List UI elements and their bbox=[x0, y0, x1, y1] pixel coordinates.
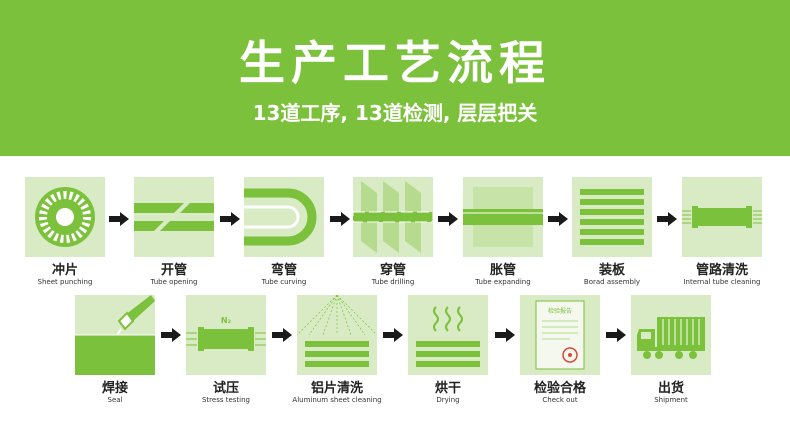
step-label: 出货 Shipment bbox=[616, 381, 726, 405]
step-name-en: Drying bbox=[436, 396, 460, 404]
step-label: 冲片 Sheet punching bbox=[10, 263, 120, 287]
nitrogen-label: N₂ bbox=[221, 316, 232, 325]
step-name: 烘干 bbox=[434, 381, 461, 396]
step-label: 穿管 Tube drilling bbox=[338, 263, 448, 287]
step-label: 弯管 Tube curving bbox=[229, 263, 339, 287]
step-name-en: Aluminum sheet cleaning bbox=[292, 396, 382, 404]
step-name: 弯管 bbox=[270, 263, 297, 278]
step-label: 开管 Tube opening bbox=[119, 263, 229, 287]
tube-expanding-icon bbox=[463, 187, 543, 247]
step-name: 焊接 bbox=[101, 381, 128, 396]
flow-arrow-icon bbox=[383, 328, 403, 342]
pressure-test-icon: N₂ bbox=[186, 316, 266, 351]
flow-arrow-icon bbox=[548, 212, 568, 226]
step-tile-tube-drilling bbox=[353, 177, 433, 257]
step-tile-tube-expanding bbox=[463, 177, 543, 257]
step-name: 试压 bbox=[212, 381, 239, 396]
flow-arrow-icon bbox=[220, 212, 240, 226]
flow-arrow-icon bbox=[330, 212, 350, 226]
flow-arrow-icon bbox=[109, 212, 129, 226]
step-name-en: Borad assembly bbox=[583, 278, 641, 286]
step-name: 开管 bbox=[160, 263, 187, 278]
step-tile-check-out: 检验报告 bbox=[520, 295, 600, 375]
step-tile-aluminum-sheet-cleaning bbox=[297, 295, 377, 375]
step-name: 胀管 bbox=[489, 263, 516, 278]
step-name: 铝片清洗 bbox=[310, 381, 363, 396]
step-name-en: Seal bbox=[107, 396, 123, 404]
drying-steam-icon bbox=[416, 306, 480, 367]
tube-opening-icon bbox=[134, 203, 214, 231]
step-label: 铝片清洗 Aluminum sheet cleaning bbox=[282, 381, 392, 405]
flow-arrow-icon bbox=[272, 328, 292, 342]
tube-through-fins-icon bbox=[353, 181, 433, 253]
spray-cleaning-icon bbox=[297, 295, 377, 367]
step-name-en: Stress testing bbox=[201, 396, 250, 404]
step-tile-stress-testing: N₂ bbox=[186, 295, 266, 375]
step-label: 管路清洗 Internal tube cleaning bbox=[667, 263, 777, 287]
flow-arrow-icon bbox=[161, 328, 181, 342]
tube-cleaning-icon bbox=[682, 206, 762, 228]
step-label: 装板 Borad assembly bbox=[557, 263, 667, 287]
step-name: 管路清洗 bbox=[695, 263, 748, 278]
step-name: 冲片 bbox=[51, 263, 78, 278]
stacked-fins-icon bbox=[580, 189, 644, 245]
flow-arrow-icon bbox=[495, 328, 515, 342]
step-tile-tube-opening bbox=[134, 177, 214, 257]
step-name: 出货 bbox=[657, 381, 684, 396]
page-subtitle: 13道工序, 13道检测, 层层把关 bbox=[252, 101, 538, 125]
step-name-en: Sheet punching bbox=[37, 278, 93, 286]
punch-disc-icon bbox=[35, 187, 95, 247]
step-tile-board-assembly bbox=[572, 177, 652, 257]
step-name-en: Tube expanding bbox=[475, 278, 531, 286]
step-tile-drying bbox=[408, 295, 488, 375]
step-label: 胀管 Tube expanding bbox=[448, 263, 558, 287]
step-tile-tube-curving bbox=[244, 177, 324, 257]
page-title: 生产工艺流程 bbox=[239, 36, 551, 90]
step-tile-shipment bbox=[631, 295, 711, 375]
u-bend-tube-icon bbox=[244, 188, 317, 246]
step-name-en: Check out bbox=[542, 396, 578, 404]
step-tile-sheet-punching bbox=[25, 177, 105, 257]
flow-arrow-icon bbox=[657, 212, 677, 226]
step-tile-seal bbox=[75, 295, 155, 375]
flow-arrow-icon bbox=[438, 212, 458, 226]
step-label: 检验合格 Check out bbox=[505, 381, 615, 405]
step-label: 焊接 Seal bbox=[60, 381, 170, 405]
step-name-en: Tube curving bbox=[261, 278, 307, 286]
step-name-en: Internal tube cleaning bbox=[683, 278, 761, 286]
step-name: 装板 bbox=[598, 263, 625, 278]
step-label: 试压 Stress testing bbox=[171, 381, 281, 405]
inspection-report-icon: 检验报告 bbox=[535, 300, 585, 370]
flow-arrow-icon bbox=[606, 328, 626, 342]
step-name-en: Tube opening bbox=[150, 278, 198, 286]
step-name-en: Shipment bbox=[654, 396, 688, 404]
delivery-truck-icon bbox=[637, 317, 705, 359]
step-name: 穿管 bbox=[379, 263, 406, 278]
step-name: 检验合格 bbox=[533, 381, 586, 396]
report-title: 检验报告 bbox=[548, 307, 572, 315]
step-tile-internal-tube-cleaning bbox=[682, 177, 762, 257]
welding-torch-icon bbox=[75, 295, 155, 375]
step-label: 烘干 Drying bbox=[393, 381, 503, 405]
step-name-en: Tube drilling bbox=[371, 278, 415, 286]
header-banner: 生产工艺流程 13道工序, 13道检测, 层层把关 bbox=[0, 0, 790, 156]
